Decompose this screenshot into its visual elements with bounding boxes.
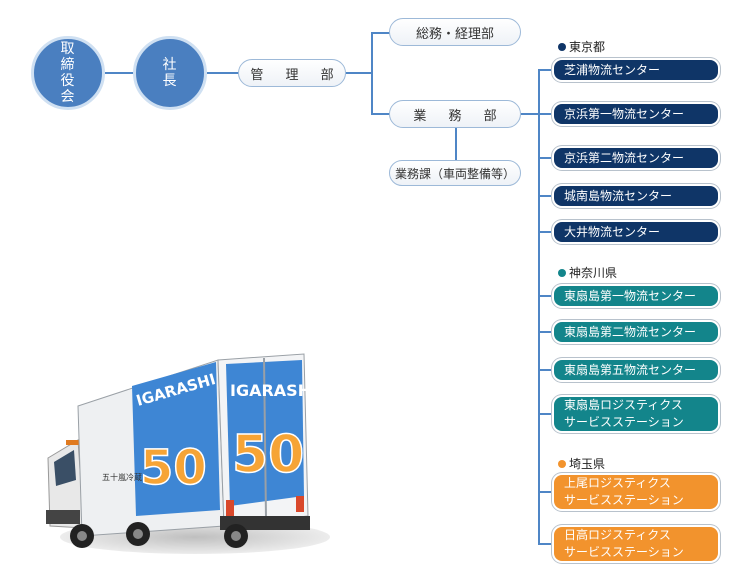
business-dept-node: 業 務 部 [389, 100, 521, 128]
management-dept-node: 管 理 部 [238, 59, 346, 87]
center-higashiogishima-5: 東扇島第五物流センター [554, 360, 718, 380]
president-node: 社 長 [133, 36, 207, 110]
truck-rear-brand: IGARASHI [230, 381, 317, 400]
connector-trunk-vertical [538, 69, 540, 545]
region-header-tokyo: 東京都 [558, 38, 605, 55]
connector-management-branch [346, 72, 372, 74]
center-keihin-1: 京浜第一物流センター [554, 104, 718, 124]
region-name: 東京都 [569, 40, 606, 54]
truck-door-text: 五十嵐冷蔵 [102, 472, 142, 482]
connector-to-general-affairs [371, 32, 390, 34]
tokyo-bullet-icon [558, 42, 566, 51]
truck-rear-number: 50 [232, 425, 304, 485]
connector-center [538, 195, 554, 197]
center-higashiogishima-2: 東扇島第二物流センター [554, 322, 718, 342]
region-header-saitama: 埼玉県 [558, 455, 605, 472]
center-jonanjima: 城南島物流センター [554, 186, 718, 206]
connector-center [538, 491, 554, 493]
connector-business-section [455, 127, 457, 161]
connector-center [538, 413, 554, 415]
board-of-directors-node: 取 締 役 会 [31, 36, 105, 110]
region-name: 神奈川県 [569, 266, 618, 280]
connector-branch-vertical [371, 32, 373, 114]
region-name: 埼玉県 [569, 457, 606, 471]
connector-center [538, 157, 554, 159]
connector-center [538, 113, 554, 115]
center-hidaka-logistics: 日高ロジスティクス サービスステーション [554, 527, 718, 561]
connector-center [538, 295, 554, 297]
center-shibaura: 芝浦物流センター [554, 60, 718, 80]
truck-illustration: IGARASHI 50 五十嵐冷蔵 IGARASHI 50 [46, 353, 317, 548]
saitama-bullet-icon [558, 459, 566, 468]
connector-center [538, 543, 554, 545]
general-affairs-dept-node: 総務・経理部 [389, 18, 521, 46]
center-oi: 大井物流センター [554, 222, 718, 242]
connector-center [538, 231, 554, 233]
connector-center [538, 369, 554, 371]
center-higashiogishima-logistics: 東扇島ロジスティクス サービスステーション [554, 397, 718, 431]
connector-board-president [105, 72, 135, 74]
connector-center [538, 69, 554, 71]
center-higashiogishima-1: 東扇島第一物流センター [554, 286, 718, 306]
connector-president-management [207, 72, 239, 74]
truck-side-number: 50 [140, 440, 207, 496]
region-header-kanagawa: 神奈川県 [558, 264, 617, 281]
center-keihin-2: 京浜第二物流センター [554, 148, 718, 168]
kanagawa-bullet-icon [558, 268, 566, 277]
connector-business-trunk [521, 113, 539, 115]
connector-to-business [371, 113, 390, 115]
center-ageo-logistics: 上尾ロジスティクス サービスステーション [554, 475, 718, 509]
connector-center [538, 331, 554, 333]
business-section-node: 業務課（車両整備等） [389, 160, 521, 186]
